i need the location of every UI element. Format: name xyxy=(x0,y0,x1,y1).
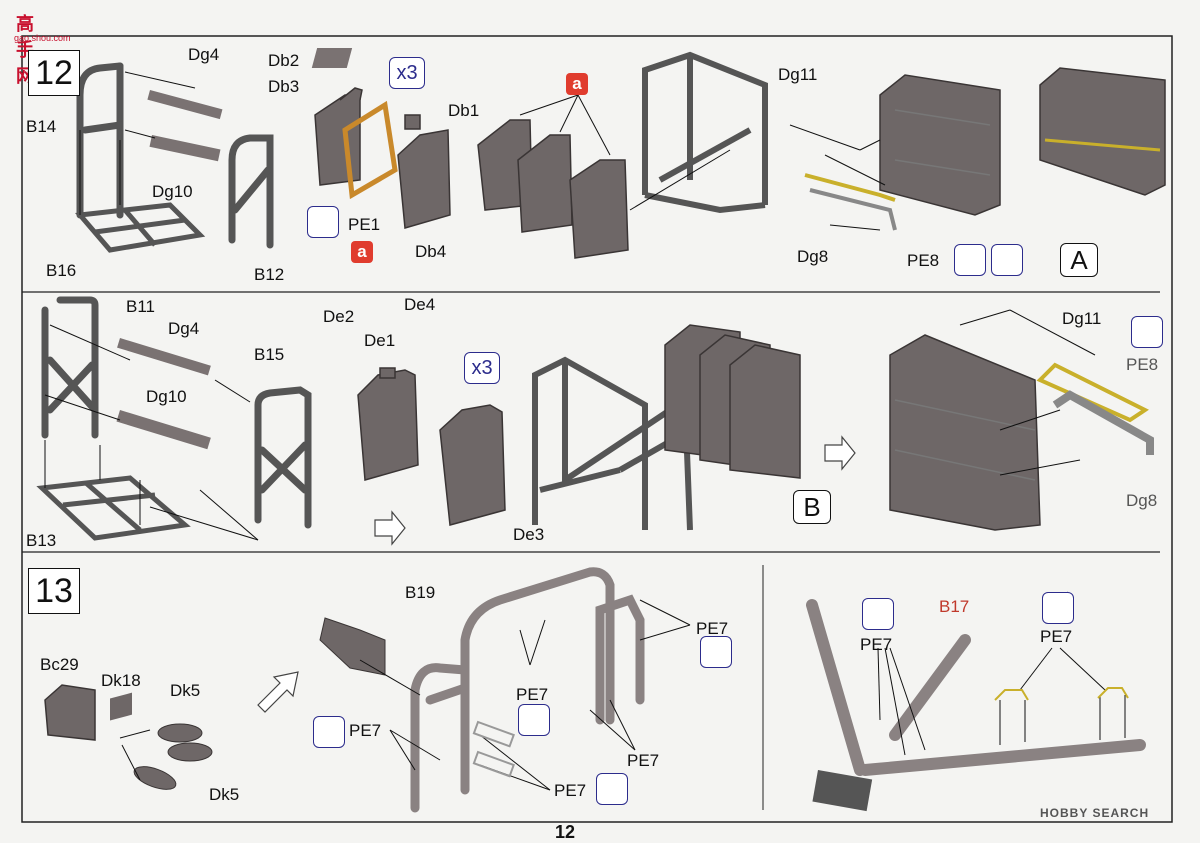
jerrycan-db3 xyxy=(314,87,363,186)
label-pe7: PE7 xyxy=(627,751,660,770)
site-logo-url: gao.shou.com xyxy=(14,33,71,43)
tray-b16 xyxy=(75,202,206,253)
glue-icon-box xyxy=(991,244,1023,276)
label-pe7: PE7 xyxy=(516,685,549,704)
label-dg10-2: Dg10 xyxy=(146,387,187,406)
rod-dg4 xyxy=(147,89,223,120)
jerrycan-group-a xyxy=(477,119,629,259)
label-db2: Db2 xyxy=(268,51,300,70)
part-dk18 xyxy=(110,692,132,721)
photo-etch-pe7-clips xyxy=(994,687,1129,701)
rod-dg10 xyxy=(149,135,221,162)
label-dk18: Dk18 xyxy=(101,671,141,690)
label-b15: B15 xyxy=(254,345,285,364)
glue-icon-box xyxy=(1131,316,1163,348)
part-b17 xyxy=(806,599,1146,776)
jerrycan-de3 xyxy=(439,404,506,526)
hollow-arrow-icon-2 xyxy=(257,671,299,713)
arrow-down-icon-box xyxy=(954,244,986,276)
label-b19: B19 xyxy=(405,583,436,602)
rack-frame-1 xyxy=(642,51,768,214)
quantity-badge-x3-2: x3 xyxy=(464,352,500,384)
label-dg8: Dg8 xyxy=(797,247,829,266)
rack-with-cans-1 xyxy=(879,74,1001,216)
label-dg4: Dg4 xyxy=(188,45,220,64)
frame-b11 xyxy=(41,296,99,439)
subassembly-b-box: B xyxy=(793,490,831,524)
label-de4: De4 xyxy=(404,295,436,314)
label-pe7: PE7 xyxy=(696,619,729,638)
hollow-arrow-icon xyxy=(374,435,856,546)
part-bc29 xyxy=(44,684,96,741)
label-dg11-2: Dg11 xyxy=(1062,309,1102,328)
label-dk5: Dk5 xyxy=(170,681,201,700)
label-b14: B14 xyxy=(26,117,57,136)
glue-icon-box xyxy=(307,206,339,238)
rod-dg10-2 xyxy=(116,409,211,450)
badge-a: a xyxy=(566,73,588,95)
label-pe8: PE8 xyxy=(907,251,940,270)
label-dg8-2: Dg8 xyxy=(1126,491,1158,510)
parts-dk5 xyxy=(133,723,213,790)
glue-icon-box xyxy=(1042,592,1074,624)
quantity-badge-x3: x3 xyxy=(389,57,425,89)
hobby-search-watermark: HOBBY SEARCH xyxy=(1040,806,1150,820)
rack-with-cans-final xyxy=(1039,67,1166,196)
label-pe7: PE7 xyxy=(554,781,587,800)
label-dg11: Dg11 xyxy=(778,65,818,84)
rod-dg4-2 xyxy=(117,338,211,376)
label-b11: B11 xyxy=(126,297,155,316)
label-pe7: PE7 xyxy=(860,635,893,654)
label-db1: Db1 xyxy=(448,101,480,120)
subassembly-a-box: A xyxy=(1060,243,1098,277)
label-b13: B13 xyxy=(26,531,57,550)
label-pe7: PE7 xyxy=(1040,627,1073,646)
tray-b13 xyxy=(36,475,191,541)
page-number: 12 xyxy=(555,822,576,842)
step-number-13: 13 xyxy=(28,568,80,614)
label-pe8-2: PE8 xyxy=(1126,355,1159,374)
frame-b14 xyxy=(76,62,124,219)
label-pe7: PE7 xyxy=(349,721,382,740)
part-dg8-pe8-2 xyxy=(1036,362,1154,455)
label-db4: Db4 xyxy=(415,242,447,261)
glue-icon-box xyxy=(596,773,628,805)
part-headlamps xyxy=(319,617,386,676)
photo-etch-pe1 xyxy=(342,100,398,200)
label-b17: B17 xyxy=(939,597,970,616)
label-b12: B12 xyxy=(254,265,285,284)
label-pe1: PE1 xyxy=(348,215,381,234)
frame-b15 xyxy=(254,386,312,529)
label-bc29: Bc29 xyxy=(40,655,79,674)
badge-a: a xyxy=(351,241,373,263)
glue-icon-box xyxy=(700,636,732,668)
photo-etch-pe7-strips xyxy=(472,720,515,778)
glue-icon-box xyxy=(862,598,894,630)
jerrycan-group-b xyxy=(664,324,801,479)
frame-b12 xyxy=(228,134,274,249)
label-de1: De1 xyxy=(364,331,396,350)
step-number-12: 12 xyxy=(28,50,80,96)
label-b16: B16 xyxy=(46,261,77,280)
label-de2: De2 xyxy=(323,307,355,326)
glue-icon-box xyxy=(518,704,550,736)
rack-with-cans-2 xyxy=(889,334,1041,531)
label-de3: De3 xyxy=(513,525,545,544)
jerrycan-db4 xyxy=(397,114,451,229)
rollbar-b19 xyxy=(410,567,645,813)
label-dg10: Dg10 xyxy=(152,182,193,201)
glue-icon-box xyxy=(313,716,345,748)
label-dk5: Dk5 xyxy=(209,785,240,804)
part-base-block xyxy=(812,770,873,812)
jerrycan-de1 xyxy=(357,367,419,481)
part-db2 xyxy=(311,48,353,68)
label-db3: Db3 xyxy=(268,77,300,96)
part-dg8-pe8 xyxy=(804,173,897,231)
label-dg4-2: Dg4 xyxy=(168,319,200,338)
